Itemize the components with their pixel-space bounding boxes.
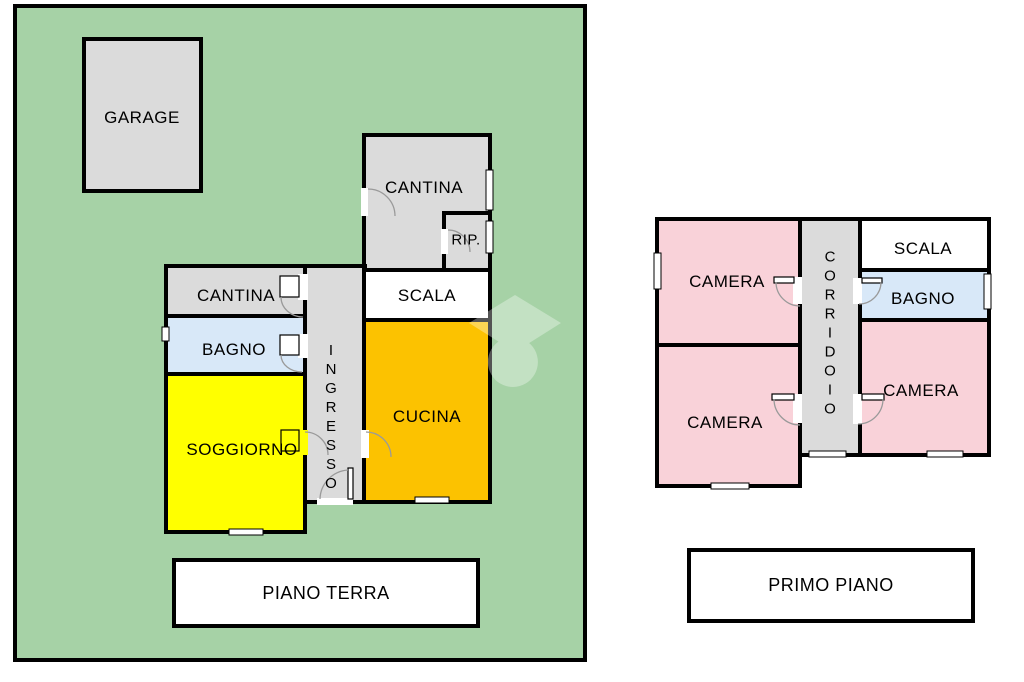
room-label-cantina-top: CANTINA	[384, 178, 464, 197]
room-label-scala-1p: SCALA	[893, 239, 953, 258]
caption-box-primo-piano: PRIMO PIANO	[687, 548, 975, 623]
room-label-garage: GARAGE	[104, 108, 180, 127]
room-label-cucina: CUCINA	[392, 407, 462, 426]
room-label-corridoio: CORRIDOIO	[821, 248, 839, 420]
room-camera-right	[858, 318, 991, 457]
room-soggiorno	[164, 372, 307, 534]
room-label-camera-bottom-left: CAMERA	[687, 413, 763, 432]
room-label-scala-pt: SCALA	[397, 286, 457, 305]
room-label-camera-right: CAMERA	[883, 381, 959, 400]
room-label-cantina-left: CANTINA	[196, 286, 276, 305]
caption-box-piano-terra: PIANO TERRA	[172, 558, 480, 628]
caption-primo-piano: PRIMO PIANO	[768, 575, 894, 595]
room-label-bagno-1p: BAGNO	[891, 289, 955, 308]
room-label-soggiorno: SOGGIORNO	[186, 440, 298, 459]
room-label-ingresso: INGRESSO	[322, 342, 340, 494]
room-garage	[82, 37, 203, 193]
caption-piano-terra: PIANO TERRA	[262, 582, 390, 603]
room-label-rip: RIP.	[451, 231, 481, 249]
room-label-bagno-pt: BAGNO	[202, 340, 266, 359]
room-label-camera-top-left: CAMERA	[689, 272, 765, 291]
room-cucina	[362, 318, 492, 504]
